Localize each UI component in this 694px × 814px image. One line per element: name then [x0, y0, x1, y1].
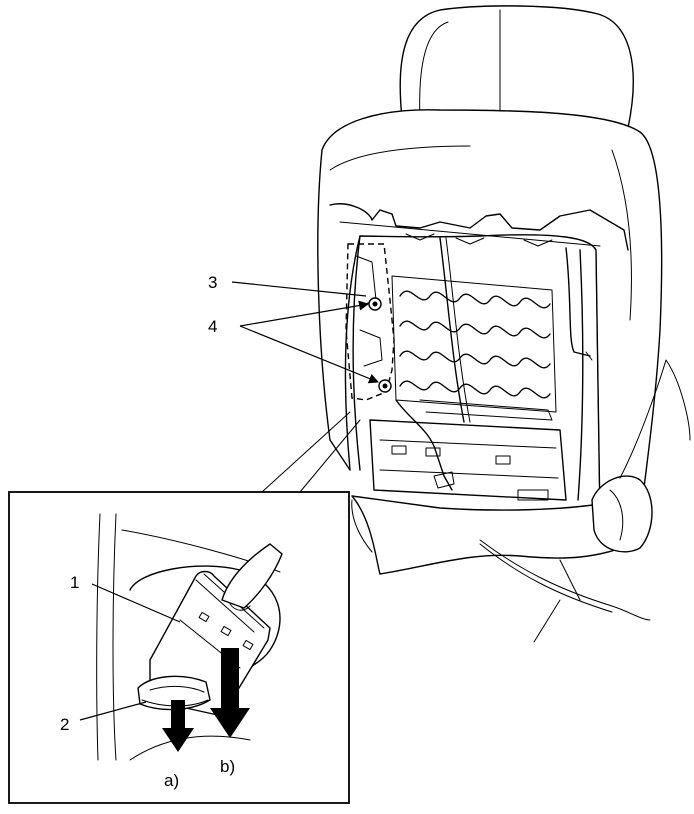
leader-2 — [79, 701, 147, 721]
lock-tab — [137, 675, 211, 711]
leader-3 — [231, 281, 367, 297]
headrest — [399, 5, 634, 129]
callout-3: 3 — [208, 273, 217, 292]
callout-2: 2 — [60, 715, 69, 734]
leader-4b — [239, 325, 379, 384]
detail-inset: 1 2 a) b) — [8, 491, 350, 804]
connector-upper — [368, 297, 382, 311]
leader-1 — [91, 583, 181, 623]
arrow-b — [210, 648, 250, 738]
seat-illustration — [261, 5, 691, 643]
seatback-shell — [317, 109, 663, 521]
connector-lower — [378, 379, 392, 393]
callout-4: 4 — [208, 317, 217, 336]
step-b-label: b) — [220, 757, 235, 776]
step-a-label: a) — [164, 771, 179, 790]
leader-4a — [239, 300, 369, 327]
arrow-a — [162, 700, 194, 752]
callout-1: 1 — [70, 573, 79, 592]
